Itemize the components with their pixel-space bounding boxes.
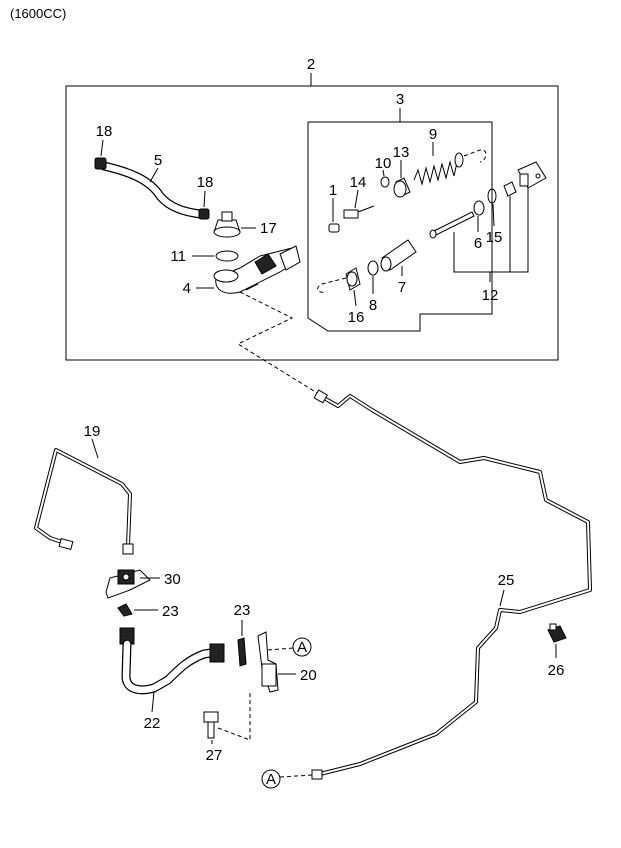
- callout-8: 8: [369, 297, 377, 314]
- stop-bolt: [343, 205, 375, 219]
- hose-clip-left: [117, 603, 133, 617]
- callout-13: 13: [393, 144, 410, 161]
- callout-26: 26: [548, 662, 565, 679]
- callout-19: 19: [84, 423, 101, 440]
- clutch-flex-hose: [119, 627, 225, 695]
- svg-text:A: A: [297, 639, 307, 656]
- callout-22: 22: [144, 715, 161, 732]
- lock-nut-6: [487, 188, 497, 204]
- callout-23-right: 23: [234, 602, 251, 619]
- hose-bracket: [105, 569, 151, 599]
- svg-text:A: A: [266, 771, 276, 788]
- mounting-bolt: [203, 711, 219, 739]
- callout-5: 5: [154, 152, 162, 169]
- hose-clamp-lower: [198, 208, 210, 220]
- callout-17: 17: [260, 220, 277, 237]
- slave-pipe: [34, 448, 134, 555]
- return-spring: [413, 152, 464, 186]
- callout-18-lower: 18: [197, 174, 214, 191]
- pipe-connection-guide: [236, 291, 323, 397]
- callout-3: 3: [396, 91, 404, 108]
- hose-clip-right: [237, 637, 247, 667]
- callout-11: 11: [170, 248, 186, 265]
- callout-23-left: 23: [162, 603, 179, 620]
- engine-variant-label: (1600CC): [10, 6, 67, 21]
- connector-a-lower: A: [261, 769, 281, 789]
- callout-14: 14: [350, 174, 367, 191]
- master-cylinder-body: [213, 245, 301, 294]
- secondary-cup: [345, 267, 361, 291]
- pipe-bracket: [257, 631, 279, 693]
- seal-small: [328, 223, 340, 233]
- piston-cup: [393, 177, 411, 198]
- connector-a-upper: A: [292, 637, 312, 657]
- retaining-ring: [380, 176, 390, 188]
- master-cylinder-assembly-box: [65, 73, 559, 361]
- callout-9: 9: [429, 126, 437, 143]
- callout-6: 6: [474, 235, 482, 252]
- o-ring: [215, 250, 239, 262]
- callout-20: 20: [300, 667, 317, 684]
- hose-clamp-upper: [94, 157, 107, 170]
- lock-nut-15: [503, 181, 517, 197]
- callout-16: 16: [348, 309, 365, 326]
- piston: [380, 239, 417, 272]
- callout-30: 30: [164, 571, 181, 588]
- boot-washer: [473, 200, 485, 216]
- pipe-clip: [547, 623, 567, 643]
- push-rod: [429, 211, 475, 239]
- hose-connector-cap: [213, 211, 241, 238]
- callout-27: 27: [206, 747, 223, 764]
- callout-10: 10: [375, 155, 392, 172]
- reservoir-hose: [99, 161, 205, 219]
- repair-kit-outline: [307, 108, 493, 332]
- callout-18-upper: 18: [96, 123, 113, 140]
- callout-12: 12: [482, 287, 499, 304]
- clutch-pipe: [311, 389, 592, 780]
- callout-2: 2: [307, 56, 315, 73]
- callout-25: 25: [498, 572, 515, 589]
- callout-1: 1: [329, 182, 337, 199]
- callout-7: 7: [398, 279, 406, 296]
- clevis-yoke: [517, 161, 547, 189]
- piston-seal: [367, 260, 379, 276]
- callout-15: 15: [486, 229, 503, 246]
- callout-4: 4: [183, 280, 191, 297]
